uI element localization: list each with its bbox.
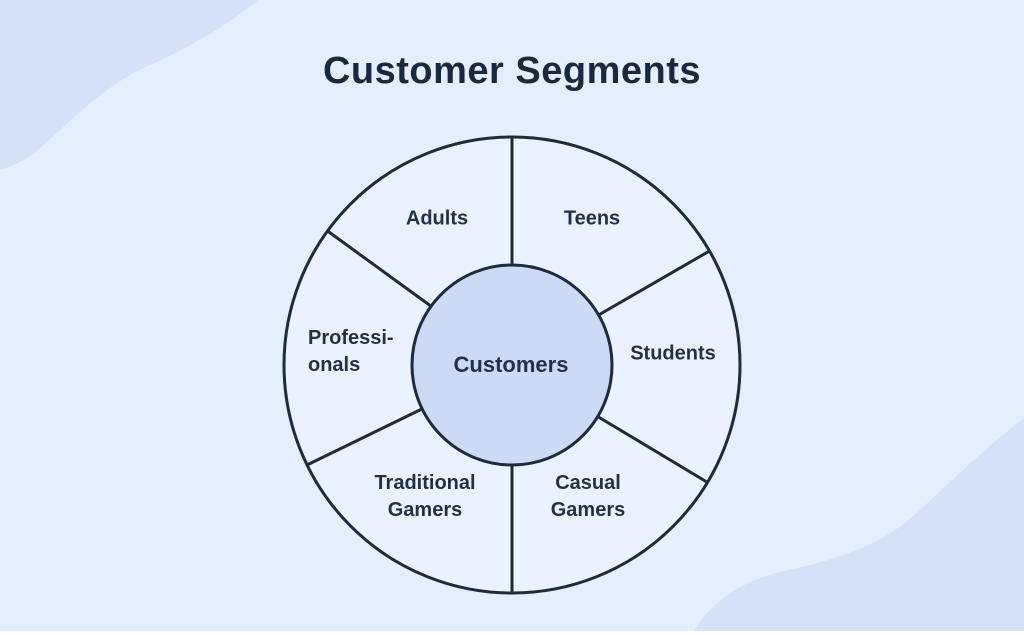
inner-circle xyxy=(410,263,614,467)
divider-lower-left xyxy=(305,406,425,467)
divider-lower-right xyxy=(595,414,710,485)
segment-dividers xyxy=(305,136,712,594)
top-left-blob xyxy=(0,0,258,170)
bottom-right-blob xyxy=(694,418,1024,631)
divider-upper-left xyxy=(325,229,434,309)
divider-upper-right xyxy=(596,249,712,318)
segment-label-adults: Adults xyxy=(405,207,469,230)
segment-label-casual-gamers: Casual Gamers xyxy=(550,472,626,521)
segment-label-teens: Teens xyxy=(563,207,621,230)
segment-label-students: Students xyxy=(630,342,716,365)
page-title: Customer Segments xyxy=(322,50,702,92)
bottom-white-strip xyxy=(0,631,1024,635)
segment-label-professionals: Professi- onals xyxy=(308,327,394,376)
center-label-customers: Customers xyxy=(453,352,569,377)
segment-label-traditional-gamers: Traditional Gamers xyxy=(374,472,476,521)
